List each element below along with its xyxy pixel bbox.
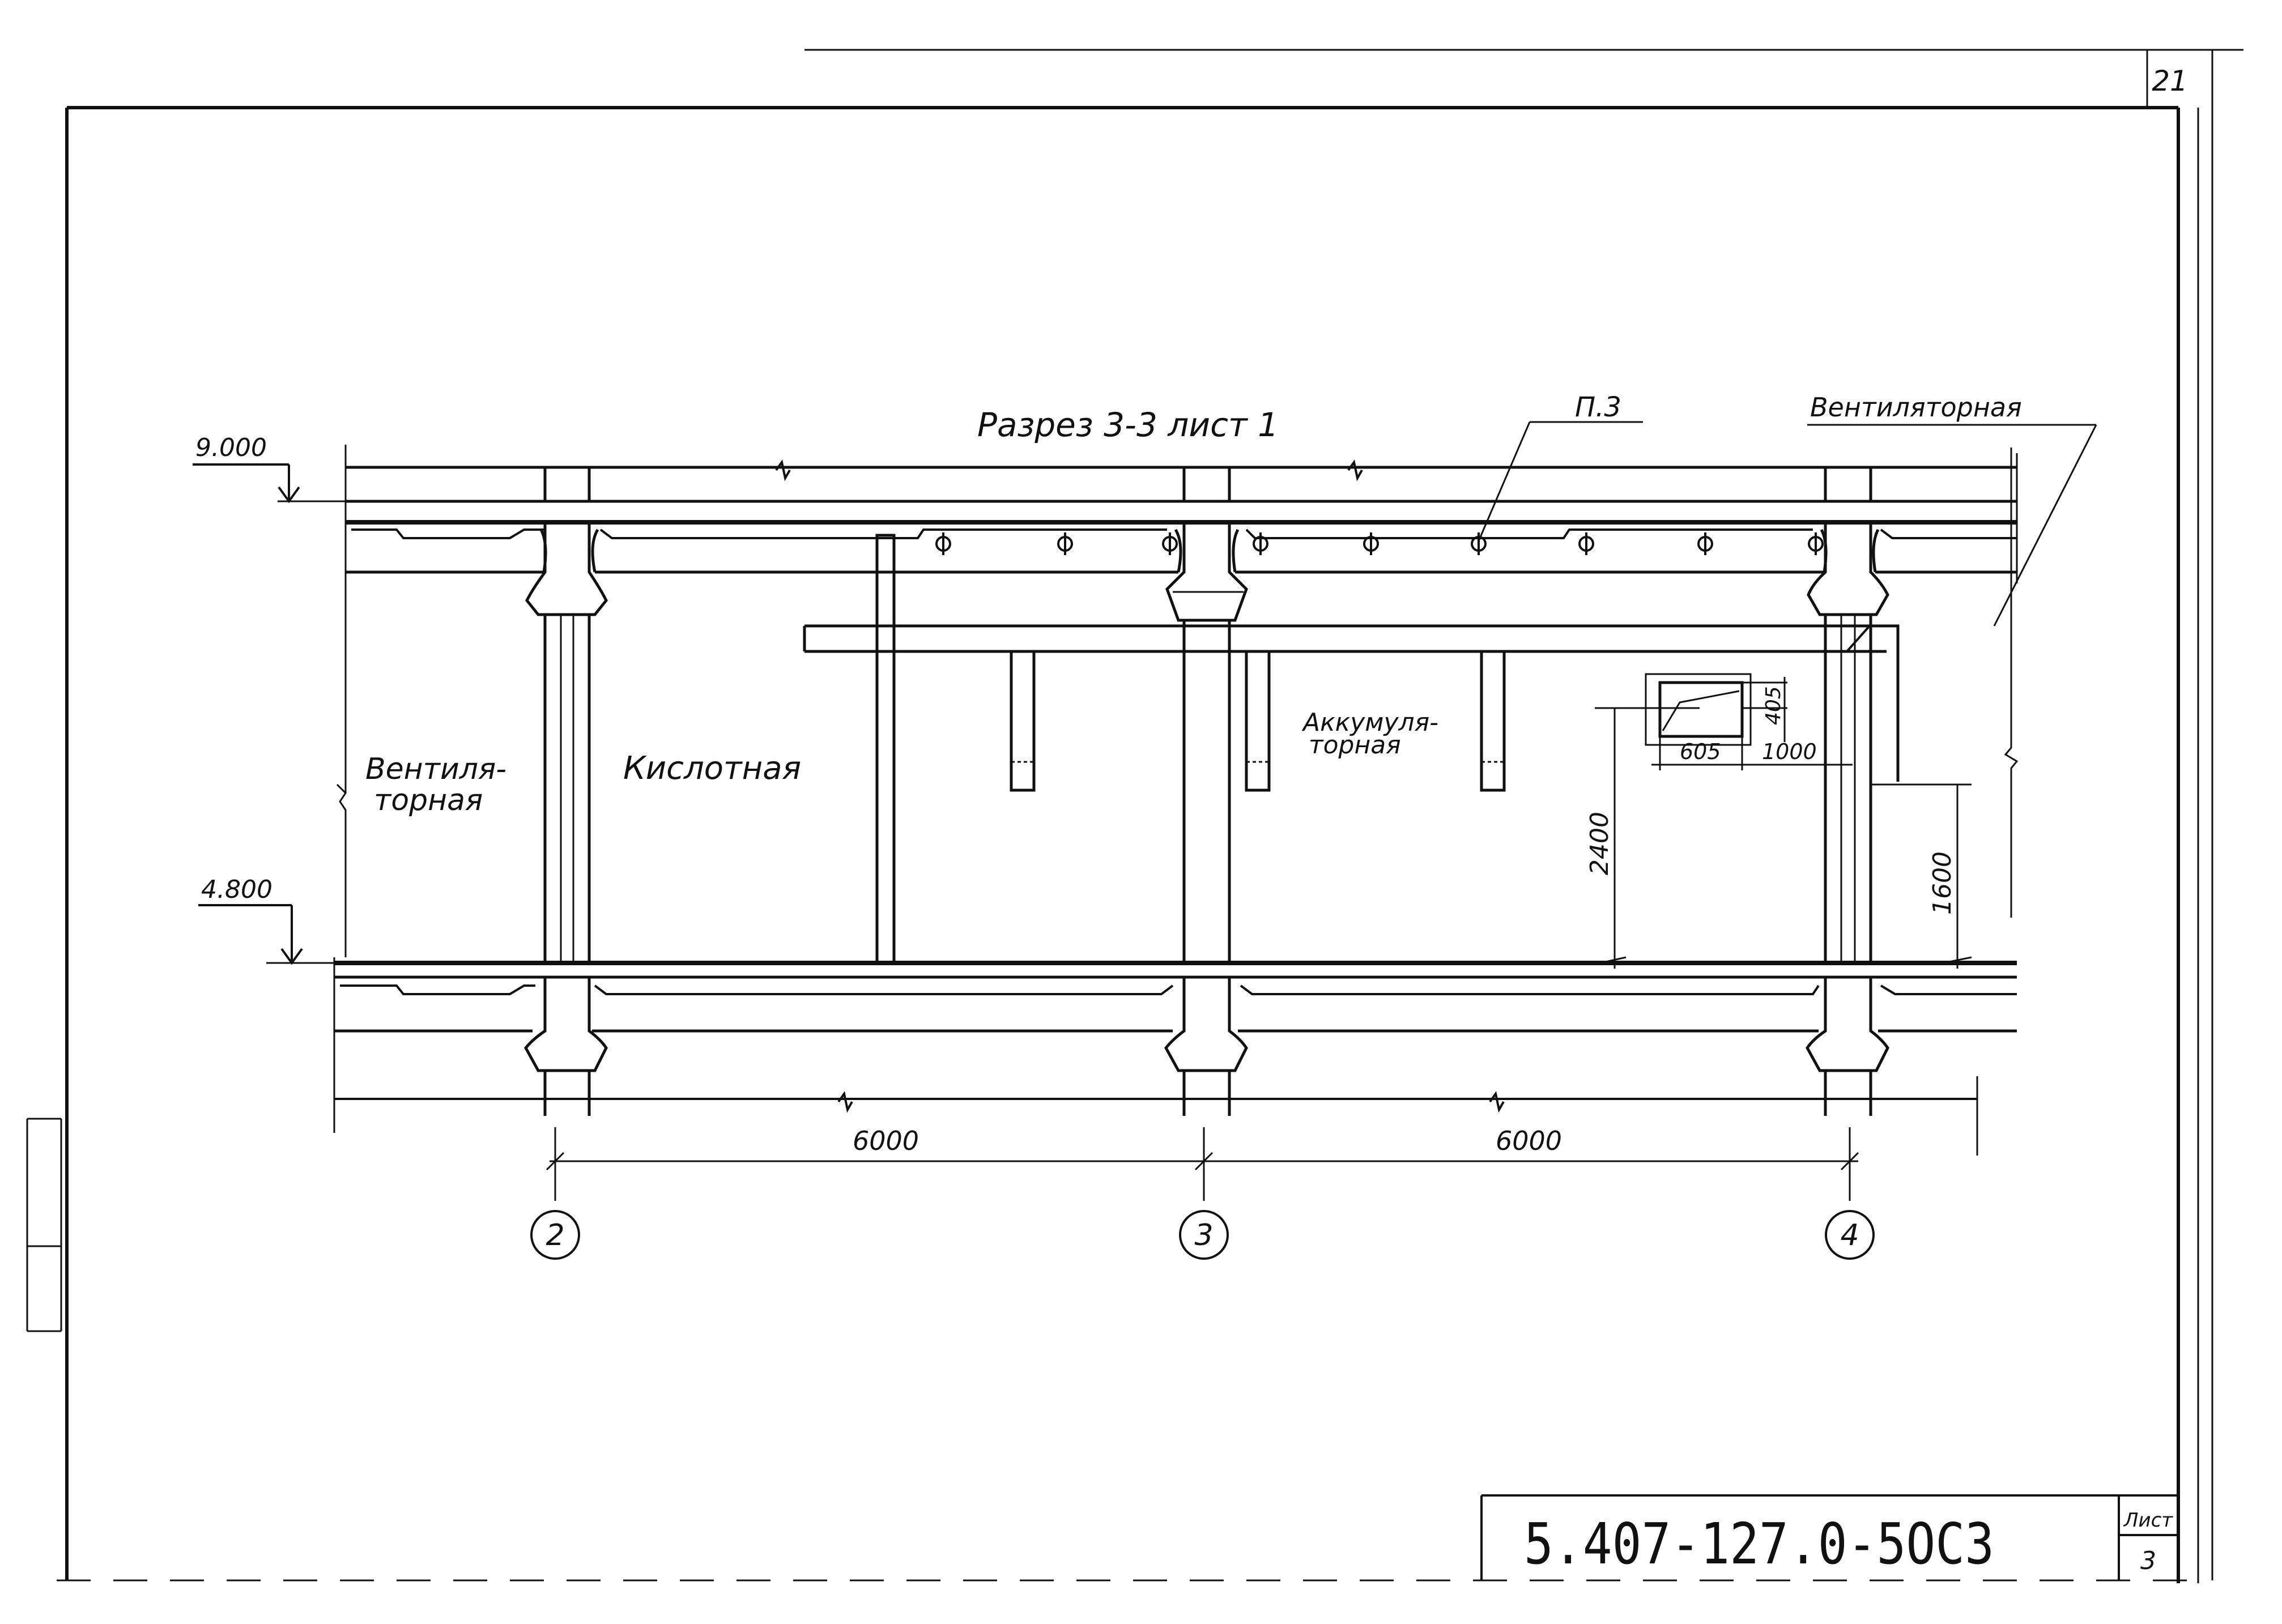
level-top-label: 9.000 <box>195 433 267 462</box>
column-axis-2 <box>524 467 608 1116</box>
sheet-label: Лист <box>2123 1509 2173 1532</box>
dim-height-1600: 1600 <box>1928 851 1957 915</box>
dim-opening-width: 605 <box>1680 739 1721 764</box>
column-axis-4 <box>1806 467 1889 1116</box>
level-middle-label: 4.800 <box>201 875 273 904</box>
room-battery-line2: торная <box>1309 731 1401 760</box>
dim-span-left: 6000 <box>853 1126 919 1156</box>
span-dimension-line <box>546 1127 1859 1201</box>
partition-wall <box>875 534 896 965</box>
axis-label-3: 3 <box>1194 1218 1213 1252</box>
callout-item: П.3 <box>1478 391 1643 542</box>
axis-label-4: 4 <box>1840 1218 1859 1252</box>
callout-item-label: П.3 <box>1575 391 1621 423</box>
dim-height-2400: 2400 <box>1585 812 1614 875</box>
dim-span-right: 6000 <box>1496 1126 1562 1156</box>
sheet-number: 3 <box>2140 1546 2156 1575</box>
upper-slab <box>344 445 2018 583</box>
break-mark-right <box>2004 447 2019 918</box>
room-vent-left-line2: торная <box>374 783 483 817</box>
duct-beam <box>803 624 1900 782</box>
axis-label-2: 2 <box>546 1218 564 1252</box>
dim-offset-1000: 1000 <box>1762 739 1817 764</box>
slab-anchors <box>935 532 1824 555</box>
battery-hangers <box>1010 650 1506 792</box>
title-block <box>1480 1494 2178 1580</box>
room-acid: Кислотная <box>623 750 801 787</box>
page-number: 21 <box>2152 65 2188 97</box>
document-code: 5.407-127.0-5ОСЗ <box>1524 1511 1994 1577</box>
room-battery-line1: Аккумуля- <box>1301 708 1438 737</box>
lower-slab <box>333 957 2017 1156</box>
dim-opening-height: 405 <box>1762 686 1785 725</box>
level-mark-middle: 4.800 <box>198 875 340 965</box>
section-title: Разрез 3-3 лист 1 <box>977 406 1279 444</box>
axis-marker-2: 2 <box>530 1210 580 1260</box>
room-vent-right: Вентиляторная <box>1807 392 2097 626</box>
opening-detail <box>1595 673 1972 969</box>
axis-marker-4: 4 <box>1825 1210 1875 1260</box>
room-vent-right-label: Вентиляторная <box>1810 392 2022 423</box>
column-axis-3 <box>1164 467 1248 1116</box>
level-mark-top: 9.000 <box>193 433 351 504</box>
room-vent-left-line1: Вентиля- <box>365 752 506 786</box>
sheet-frame <box>26 49 2243 1583</box>
axis-marker-3: 3 <box>1179 1210 1229 1260</box>
break-mark-left <box>336 583 347 957</box>
